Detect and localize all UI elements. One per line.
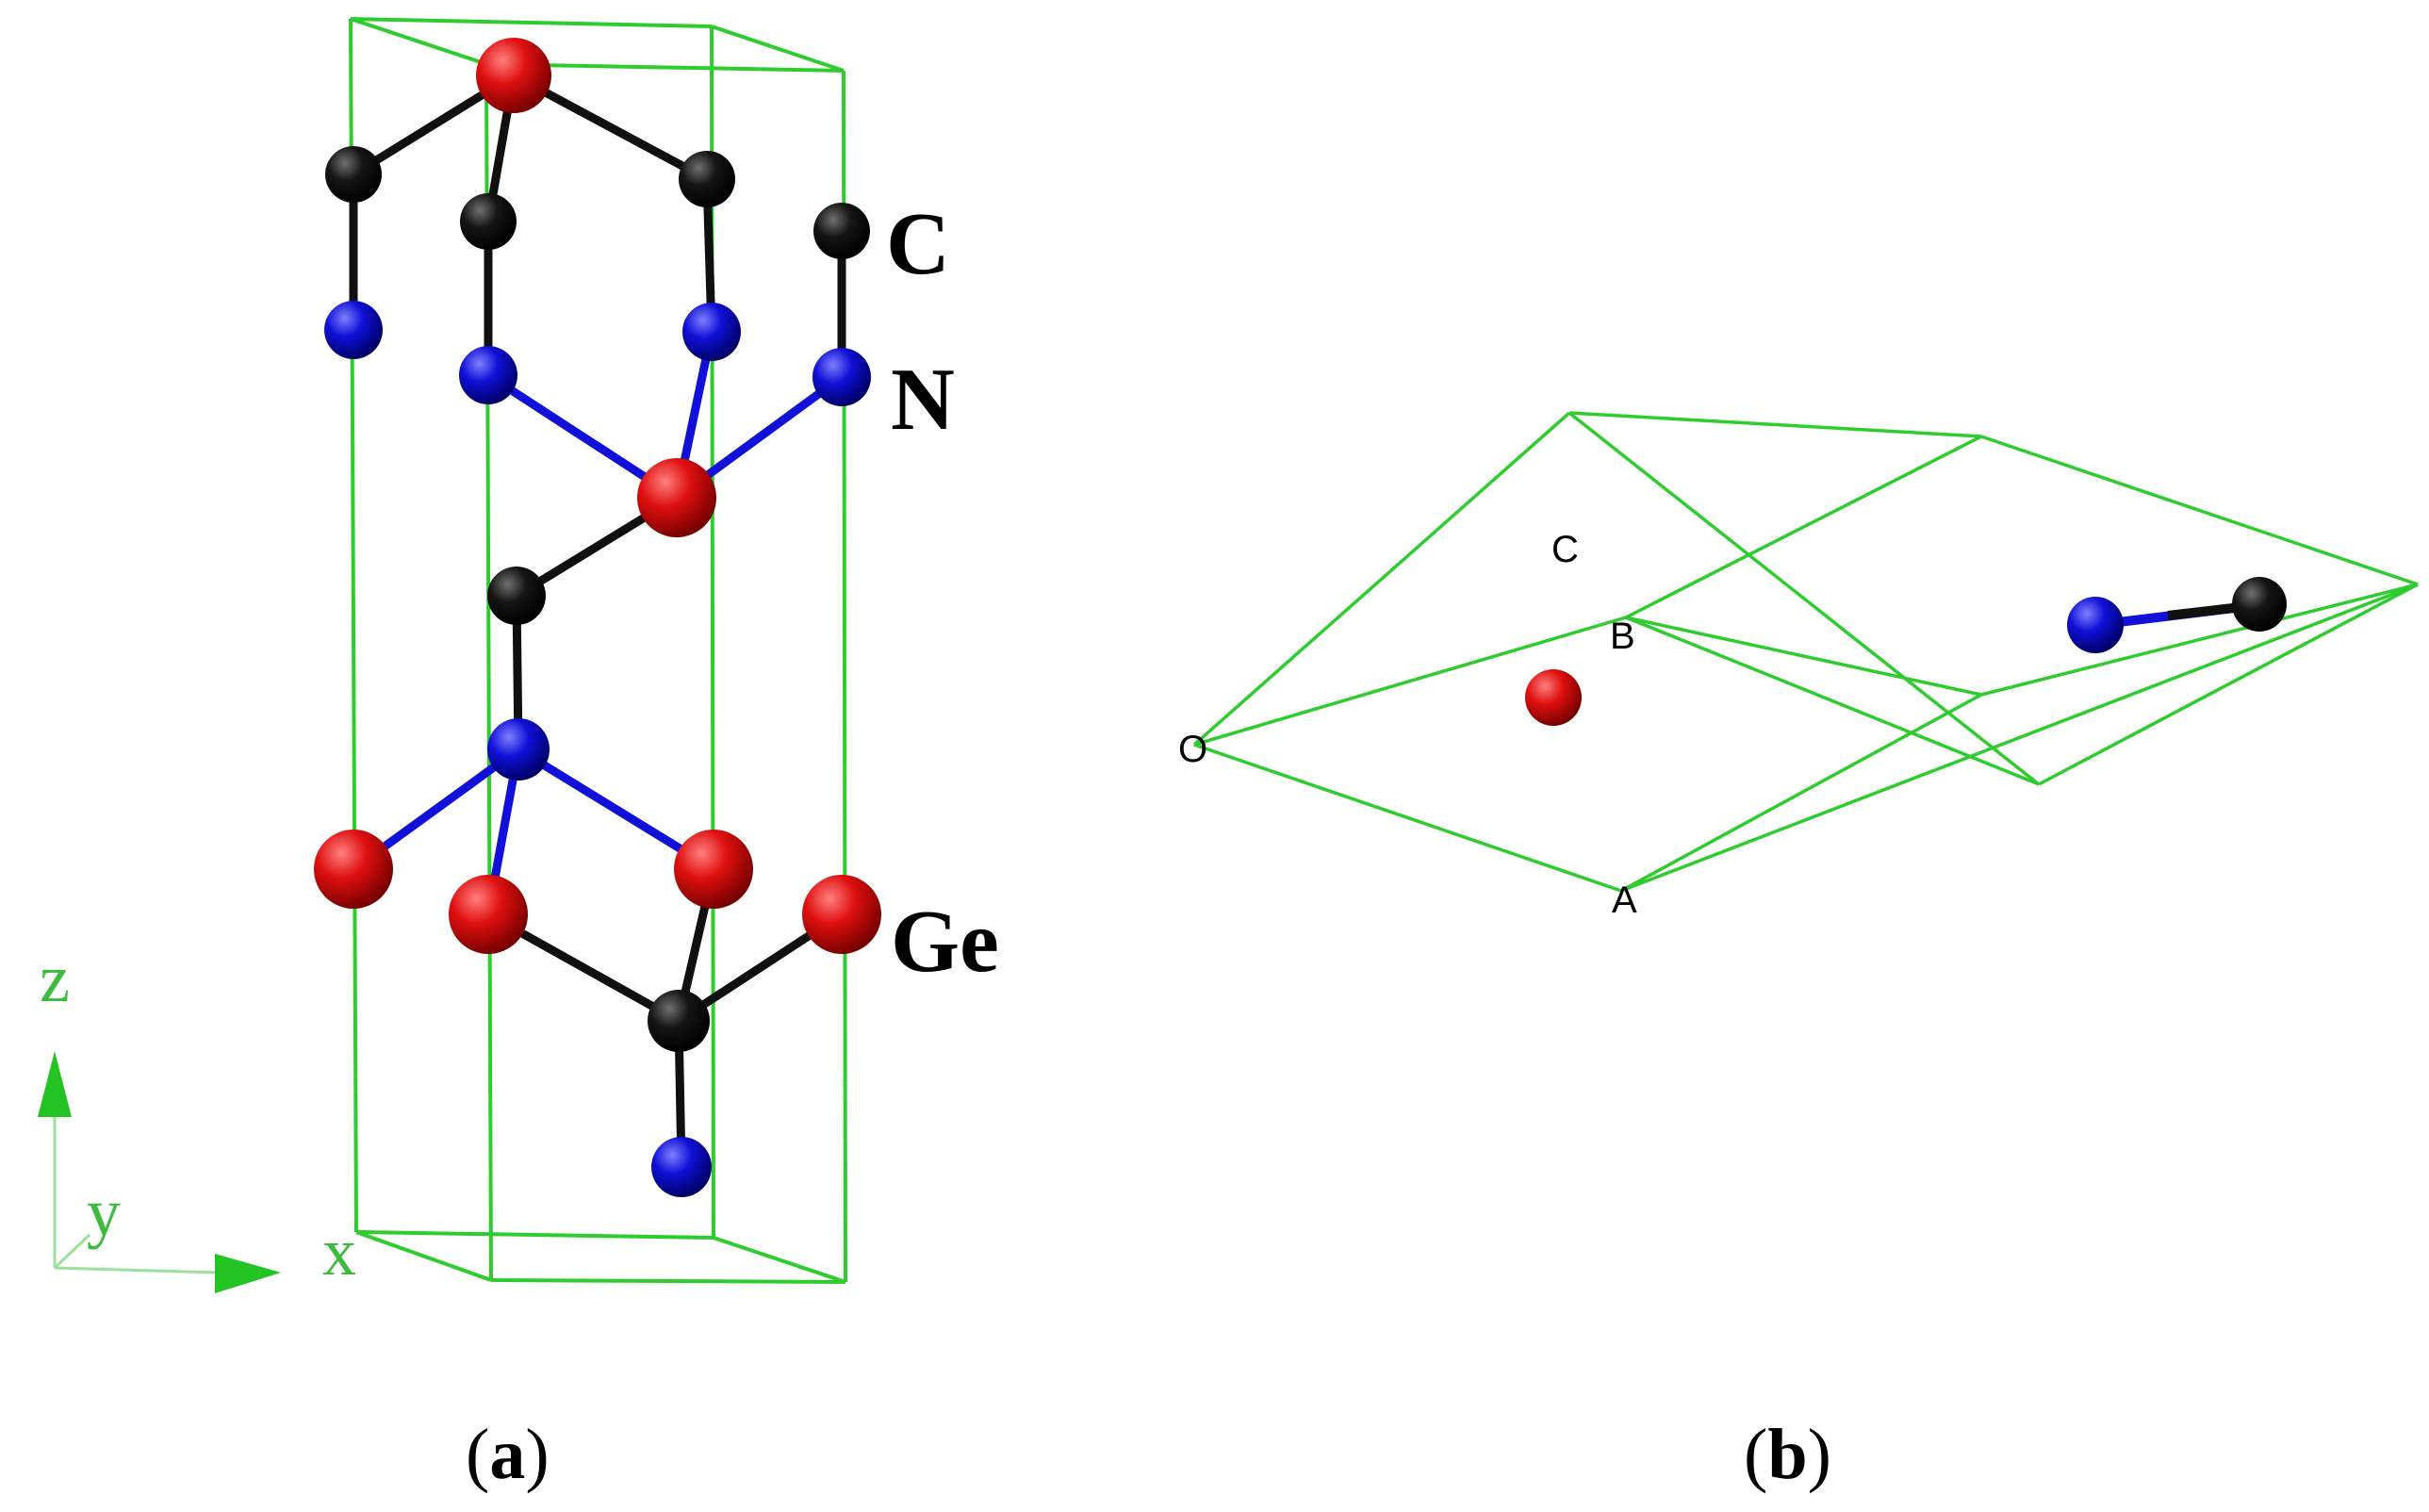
n-atom: [2067, 597, 2124, 653]
vertex-label-b: B: [1610, 616, 1635, 657]
n-atom: [487, 718, 550, 781]
c-atom: [325, 146, 382, 203]
c-atom: [2232, 577, 2287, 632]
z-axis-arrow-icon: [38, 1051, 72, 1117]
axis-label-x: x: [322, 1214, 356, 1290]
c-atom: [648, 990, 710, 1052]
atoms-b: [1525, 577, 2287, 726]
axis-label-y: y: [87, 1175, 121, 1250]
ge-atom: [674, 830, 753, 909]
c-atom: [679, 151, 735, 207]
n-atom: [459, 346, 517, 404]
c-atom: [460, 193, 517, 250]
ge-atom: [449, 875, 528, 954]
element-label-ge: Ge: [891, 893, 999, 991]
panel-label-a: (a): [466, 1415, 550, 1494]
axis-triad: z y x: [38, 941, 356, 1293]
panel-label-b: (b): [1744, 1415, 1831, 1494]
ge-atom: [1525, 669, 1582, 726]
panel-a: C N Ge z y x (a): [38, 17, 999, 1494]
vertex-label-c: C: [1551, 529, 1579, 570]
vertex-label-a: A: [1612, 879, 1637, 921]
n-atom: [812, 348, 871, 406]
panel-b: C B O A (b): [1178, 411, 2419, 1494]
primitive-cell-box: [1192, 411, 2419, 893]
ge-atom: [314, 830, 393, 909]
n-atom: [651, 1137, 712, 1197]
ge-atom: [476, 38, 551, 113]
unit-cell-box: [349, 17, 847, 1284]
ge-atom: [637, 458, 716, 537]
ge-atom: [802, 875, 881, 954]
c-atom: [487, 567, 546, 625]
atoms: [314, 38, 881, 1197]
x-axis-arrow-icon: [215, 1254, 281, 1293]
n-atom: [324, 301, 383, 359]
element-label-c: C: [886, 195, 950, 293]
c-atom: [813, 203, 870, 259]
n-atom: [682, 303, 741, 361]
element-label-n: N: [891, 351, 955, 449]
vertex-label-o: O: [1178, 729, 1207, 770]
bonds: [349, 71, 846, 1172]
axis-label-z: z: [40, 941, 70, 1016]
